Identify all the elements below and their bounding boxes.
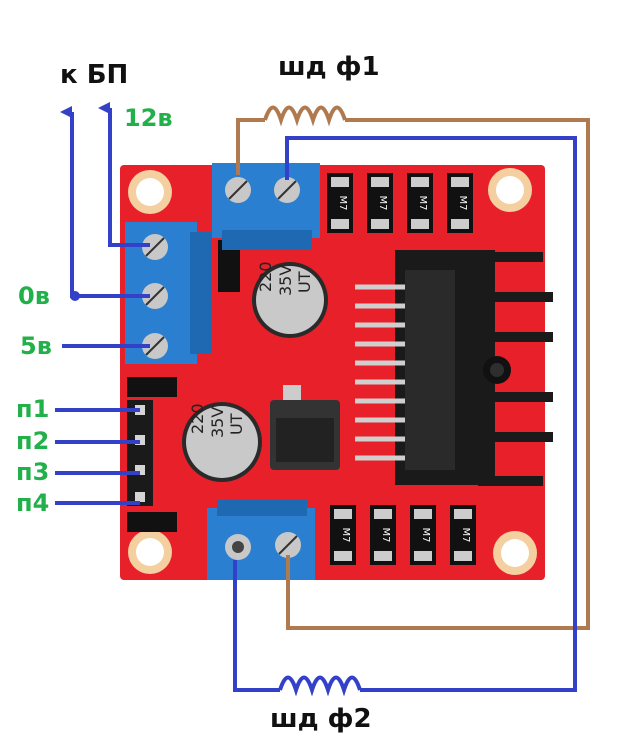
diode: M7	[370, 505, 396, 565]
label-in3: п3	[16, 458, 50, 486]
svg-text:M7: M7	[420, 528, 431, 543]
diode: M7	[410, 505, 436, 565]
chip-pins	[355, 284, 405, 461]
label-0v: 0в	[18, 282, 50, 310]
svg-text:35V: 35V	[208, 407, 227, 438]
mounting-hole	[493, 531, 537, 575]
svg-text:220: 220	[188, 403, 207, 434]
diode: M7	[450, 505, 476, 565]
motor-phase1-label: шд ф1	[278, 52, 380, 82]
svg-text:M7: M7	[460, 528, 471, 543]
motor-terminal-top	[212, 163, 320, 250]
jumper	[127, 512, 177, 532]
svg-text:UT: UT	[295, 271, 314, 293]
label-12v: 12в	[124, 104, 173, 132]
diode: M7	[447, 173, 473, 233]
svg-text:M7: M7	[337, 196, 348, 211]
diode: M7	[330, 505, 356, 565]
svg-text:M7: M7	[377, 196, 388, 211]
heatsink	[395, 250, 553, 486]
label-5v: 5в	[20, 332, 52, 360]
diode: M7	[407, 173, 433, 233]
jumper	[218, 240, 240, 292]
svg-text:UT: UT	[227, 413, 246, 435]
svg-text:M7: M7	[417, 196, 428, 211]
jumper	[127, 377, 177, 397]
input-header	[127, 400, 153, 506]
power-wire-0v	[60, 106, 150, 301]
phase1-wire	[236, 105, 590, 630]
mounting-hole	[128, 530, 172, 574]
capacitor: 220 35V UT	[252, 261, 328, 338]
label-in4: п4	[16, 489, 50, 517]
power-supply-label: к БП	[60, 60, 129, 90]
input-wires	[55, 408, 140, 505]
power-wire-12v	[98, 102, 150, 247]
capacitor: 220 35V UT	[182, 402, 262, 482]
svg-text:M7: M7	[340, 528, 351, 543]
mounting-hole	[128, 170, 172, 214]
diode: M7	[327, 173, 353, 233]
power-terminal-block	[125, 222, 212, 364]
voltage-regulator	[270, 385, 340, 470]
motor-terminal-bottom	[207, 500, 315, 580]
mounting-hole	[488, 168, 532, 212]
svg-text:220: 220	[256, 261, 275, 292]
phase2-wire	[233, 136, 577, 697]
svg-text:M7: M7	[457, 196, 468, 211]
diode: M7	[367, 173, 393, 233]
label-in2: п2	[16, 427, 50, 455]
svg-text:35V: 35V	[276, 265, 295, 296]
motor-phase2-label: шд ф2	[270, 704, 372, 734]
svg-text:M7: M7	[380, 528, 391, 543]
label-in1: п1	[16, 395, 50, 423]
